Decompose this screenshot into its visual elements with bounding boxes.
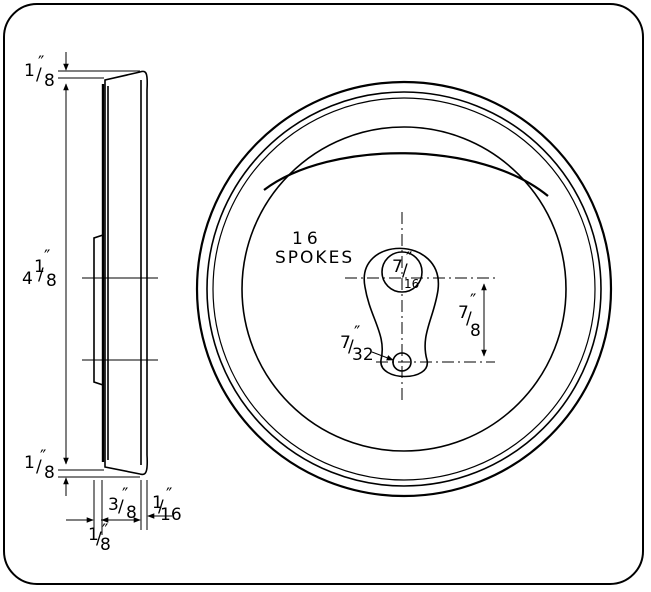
svg-text:″: ″ <box>166 485 172 505</box>
svg-text:16: 16 <box>292 229 322 249</box>
front-view-wheel <box>195 80 613 498</box>
svg-text:1: 1 <box>34 257 45 277</box>
svg-text:3: 3 <box>108 495 119 515</box>
side-view-profile <box>93 70 149 476</box>
svg-text:/: / <box>402 261 408 281</box>
svg-text:″: ″ <box>102 521 108 541</box>
dim-hub-hole-label: 7 / 16 ″ <box>392 249 419 291</box>
side-view-centerlines <box>82 277 158 361</box>
svg-text:7: 7 <box>392 257 403 277</box>
svg-text:/: / <box>158 497 164 517</box>
svg-text:″: ″ <box>470 291 476 311</box>
svg-text:1: 1 <box>152 493 163 513</box>
drawing-frame <box>3 3 644 585</box>
svg-text:4: 4 <box>22 269 33 289</box>
svg-text:″: ″ <box>122 485 128 505</box>
dim-height-line <box>58 52 140 496</box>
spokes-label: 16 SPOKES <box>275 229 354 268</box>
dim-pin-hole-label: 7 / 32 ″ <box>340 323 374 365</box>
svg-text:″: ″ <box>38 53 44 73</box>
svg-text:1: 1 <box>24 453 35 473</box>
dim-height-label: 4 1 / 8 ″ <box>22 247 57 291</box>
svg-text:1: 1 <box>24 61 35 81</box>
svg-text:8: 8 <box>100 535 111 555</box>
dim-bottom-lines <box>66 480 172 535</box>
svg-text:8: 8 <box>44 463 55 483</box>
dim-hub-label: 1 / 8 ″ <box>88 521 111 555</box>
svg-text:/: / <box>348 337 354 357</box>
dim-pin-hole-leader <box>371 351 394 361</box>
svg-text:8: 8 <box>44 71 55 91</box>
svg-text:/: / <box>96 529 102 549</box>
svg-text:16: 16 <box>404 277 419 291</box>
svg-text:/: / <box>36 65 42 85</box>
dim-depth-label: 3 / 8 ″ <box>108 485 137 523</box>
svg-text:/: / <box>38 265 44 285</box>
dim-arm-length-label: 7 / 8 ″ <box>458 291 481 341</box>
svg-text:″: ″ <box>40 447 46 467</box>
svg-text:8: 8 <box>126 503 137 523</box>
svg-text:32: 32 <box>352 345 374 365</box>
svg-text:SPOKES: SPOKES <box>275 248 354 268</box>
svg-text:/: / <box>36 457 42 477</box>
svg-text:8: 8 <box>470 321 481 341</box>
svg-text:/: / <box>118 497 124 517</box>
svg-text:″: ″ <box>44 247 50 267</box>
svg-text:8: 8 <box>46 271 57 291</box>
svg-text:16: 16 <box>160 505 182 525</box>
svg-text:1: 1 <box>88 525 99 545</box>
svg-text:″: ″ <box>406 249 412 269</box>
front-view-centerlines <box>345 212 495 402</box>
svg-text:7: 7 <box>458 303 469 323</box>
svg-text:″: ″ <box>354 323 360 343</box>
svg-text:/: / <box>466 309 472 329</box>
svg-text:7: 7 <box>340 333 351 353</box>
dim-top-flange-label: 1 / 8 ″ <box>24 53 55 91</box>
dim-rim-label: 1 / 16 ″ <box>152 485 182 525</box>
dim-bottom-flange-label: 1 / 8 ″ <box>24 447 55 483</box>
